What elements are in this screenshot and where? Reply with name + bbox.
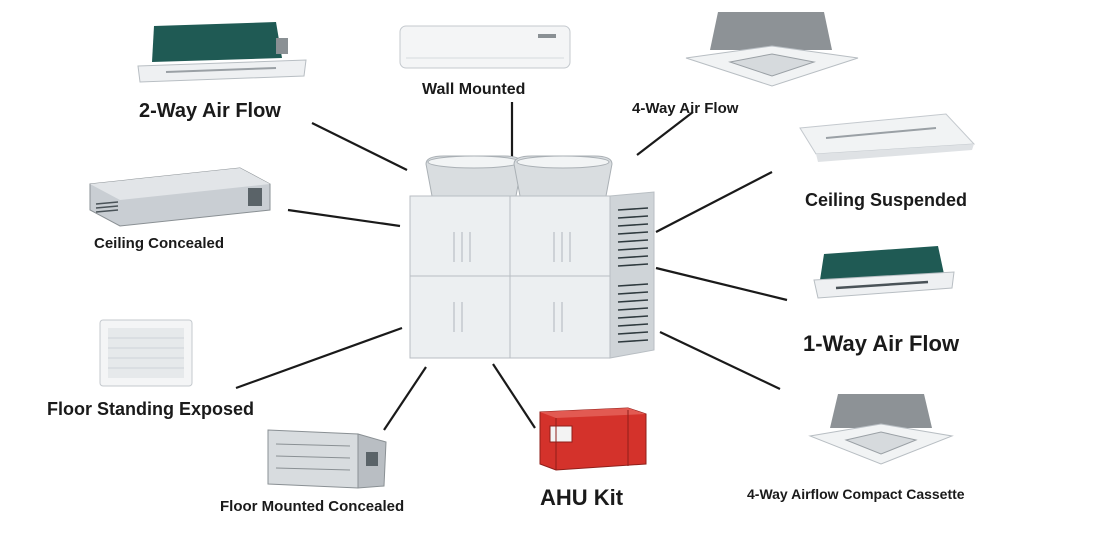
connector-floor-concealed [383, 366, 427, 431]
connector-floor-exposed [235, 326, 403, 390]
unit-label-1way: 1-Way Air Flow [803, 331, 960, 356]
unit-label-floor-concealed: Floor Mounted Concealed [220, 498, 405, 515]
one-way-cassette-icon [812, 244, 956, 304]
unit-label-ceiling-concealed: Ceiling Concealed [94, 235, 225, 252]
unit-label-ahu: AHU Kit [540, 485, 624, 510]
vrf-outdoor-unit-icon [404, 152, 660, 362]
unit-label-ceiling-suspended: Ceiling Suspended [805, 190, 968, 210]
ahu-kit-icon [536, 404, 650, 472]
wall-mounted-unit-icon [398, 24, 572, 72]
unit-label-compact: 4-Way Airflow Compact Cassette [747, 486, 965, 502]
connector-ceiling-suspended [655, 171, 773, 233]
unit-label-floor-exposed: Floor Standing Exposed [47, 399, 255, 419]
connector-ahu [492, 363, 536, 429]
connector-compact [659, 331, 781, 390]
connector-4way [636, 111, 694, 156]
floor-standing-unit-icon [96, 316, 196, 392]
unit-label-wall: Wall Mounted [422, 81, 526, 98]
four-way-cassette-icon [684, 6, 860, 88]
connector-2way [311, 122, 408, 171]
unit-label-2way: 2-Way Air Flow [139, 100, 281, 122]
connector-1way [655, 266, 788, 302]
compact-cassette-icon [808, 390, 954, 466]
ceiling-suspended-unit-icon [796, 108, 976, 170]
unit-label-4way: 4-Way Air Flow [632, 100, 739, 117]
connector-ceiling-concealed [287, 208, 401, 228]
ceiling-concealed-duct-icon [80, 164, 276, 230]
floor-concealed-unit-icon [262, 424, 392, 492]
two-way-cassette-icon [136, 18, 308, 84]
